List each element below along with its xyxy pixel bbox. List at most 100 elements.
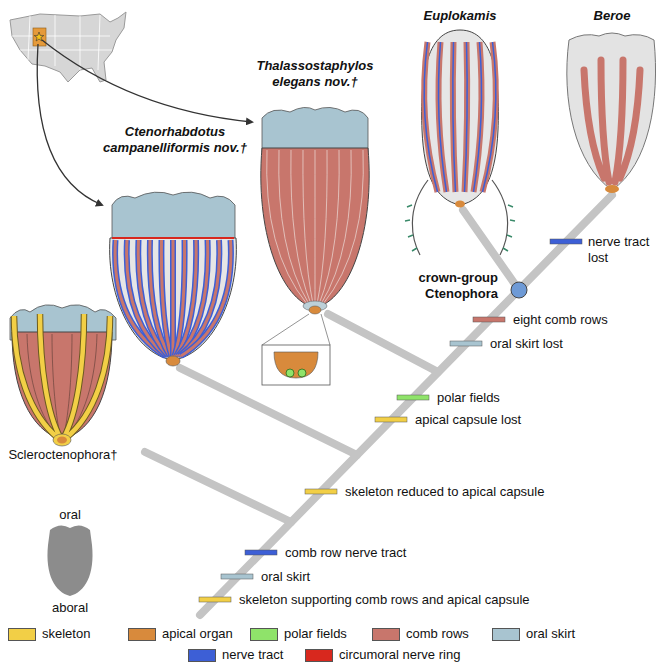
thalassostaphylos-figure-part (261, 148, 369, 308)
thalassostaphylos-figure-part (262, 107, 368, 152)
character-label: comb row nerve tract (285, 545, 406, 561)
legend-text: comb rows (406, 626, 469, 642)
euplokamis-figure-part (405, 205, 515, 251)
comb-row (474, 42, 482, 192)
legend-item: oral skirt (492, 626, 575, 642)
legend-text: circumoral nerve ring (339, 647, 460, 663)
beroe-figure-part (605, 185, 619, 193)
character-label: oral skirt (261, 569, 310, 585)
legend-swatch (250, 628, 278, 641)
character-bars-part (221, 574, 253, 579)
legend-item: apical organ (128, 626, 233, 642)
legend-item: nerve tract (188, 647, 283, 663)
locality-arrows-part (42, 40, 252, 122)
taxon-name: Thalassostaphylos elegans nov.† (248, 58, 383, 90)
crown-node (511, 282, 527, 298)
character-bars-part (550, 239, 582, 244)
locality-arrows (37, 40, 252, 205)
legend-text: oral skirt (526, 626, 575, 642)
thalassostaphylos-figure-part (298, 369, 306, 377)
comb-row (161, 240, 171, 356)
comb-row-line (317, 150, 327, 304)
thalassostaphylos-figure-part (262, 345, 330, 385)
legend-text: nerve tract (222, 647, 283, 663)
us-map-part (33, 28, 46, 46)
thalassostaphylos-figure (261, 107, 369, 385)
legend-item: skeleton (8, 626, 90, 642)
thalassostaphylos-figure-part (286, 369, 294, 377)
comb-row-nerve (424, 42, 437, 192)
orientation-label: aboral (52, 600, 88, 616)
ctenorhabdotus-figure-part (112, 192, 235, 240)
beroe-figure (567, 33, 656, 193)
us-map-part (10, 12, 126, 82)
character-label: apical capsule lost (415, 412, 521, 428)
comb-row (172, 240, 175, 356)
us-map (10, 12, 126, 82)
scleroctenophora-figure-part (14, 314, 110, 438)
beroe-figure-part (567, 33, 656, 190)
comb-row-lines (267, 150, 364, 304)
comb-row-line (323, 150, 363, 304)
character-label: nerve tract lost (588, 234, 660, 266)
comb-row-line (321, 150, 351, 304)
legend-text: apical organ (162, 626, 233, 642)
tree-branches-part (328, 314, 438, 372)
character-bars-part (375, 417, 407, 422)
legend-item: circumoral nerve ring (305, 647, 460, 663)
tree-branches-part (145, 452, 291, 522)
scleroctenophora-figure (10, 305, 116, 446)
legend-text: skeleton (42, 626, 90, 642)
comb-row-line (303, 150, 313, 304)
ctenorhabdotus-figure-part (110, 238, 237, 360)
comb-rows (424, 42, 496, 192)
orientation-silhouette (47, 525, 92, 596)
ctenorhabdotus-figure-part (166, 356, 180, 366)
taxon-name: Ctenorhabdotus campanelliformis nov.† (86, 124, 264, 156)
comb-row-nerve (453, 42, 456, 192)
orientation-label: oral (59, 507, 81, 523)
character-label: eight comb rows (513, 312, 608, 328)
euplokamis-figure-part (422, 30, 499, 205)
comb-row (439, 42, 447, 192)
character-label: oral skirt lost (490, 336, 563, 352)
taxon-name: Beroe (594, 8, 631, 24)
legend-swatch (8, 628, 36, 641)
comb-row-line (267, 150, 307, 304)
legend-item: polar fields (250, 626, 347, 642)
locality-arrows-part (37, 44, 102, 205)
legend-text: polar fields (284, 626, 347, 642)
ctenorhabdotus-figure-part (112, 237, 234, 239)
comb-row (465, 42, 468, 192)
character-label: skeleton reduced to apical capsule (345, 484, 544, 500)
legend-swatch (128, 628, 156, 641)
legend-swatch (305, 649, 333, 662)
character-bars (199, 239, 582, 602)
legend-swatch (188, 649, 216, 662)
comb-row (483, 42, 496, 192)
character-bars-part (450, 341, 482, 346)
comb-row-line (315, 150, 316, 304)
character-bars-part (245, 550, 277, 555)
comb-row-nerve (483, 42, 496, 192)
scleroctenophora-figure-part (27, 334, 97, 439)
legend-swatch (372, 628, 400, 641)
comb-row-nerve (439, 42, 447, 192)
clade-name: crown-group Ctenophora (386, 270, 498, 302)
ctenorhabdotus-figure (110, 192, 237, 366)
comb-row-line (291, 150, 311, 304)
character-bars-part (305, 489, 337, 494)
scleroctenophora-figure-part (14, 314, 110, 438)
scleroctenophora-figure-part (53, 434, 71, 446)
character-label: skeleton supporting comb rows and apical… (239, 592, 530, 608)
comb-row (424, 42, 437, 192)
comb-row-edge (161, 240, 171, 356)
taxon-name: Scleroctenophora† (8, 447, 117, 463)
comb-row-nerve (474, 42, 482, 192)
comb-rows (115, 240, 231, 356)
character-label: polar fields (437, 390, 500, 406)
character-bars-part (397, 395, 429, 400)
us-map-part (12, 15, 112, 70)
